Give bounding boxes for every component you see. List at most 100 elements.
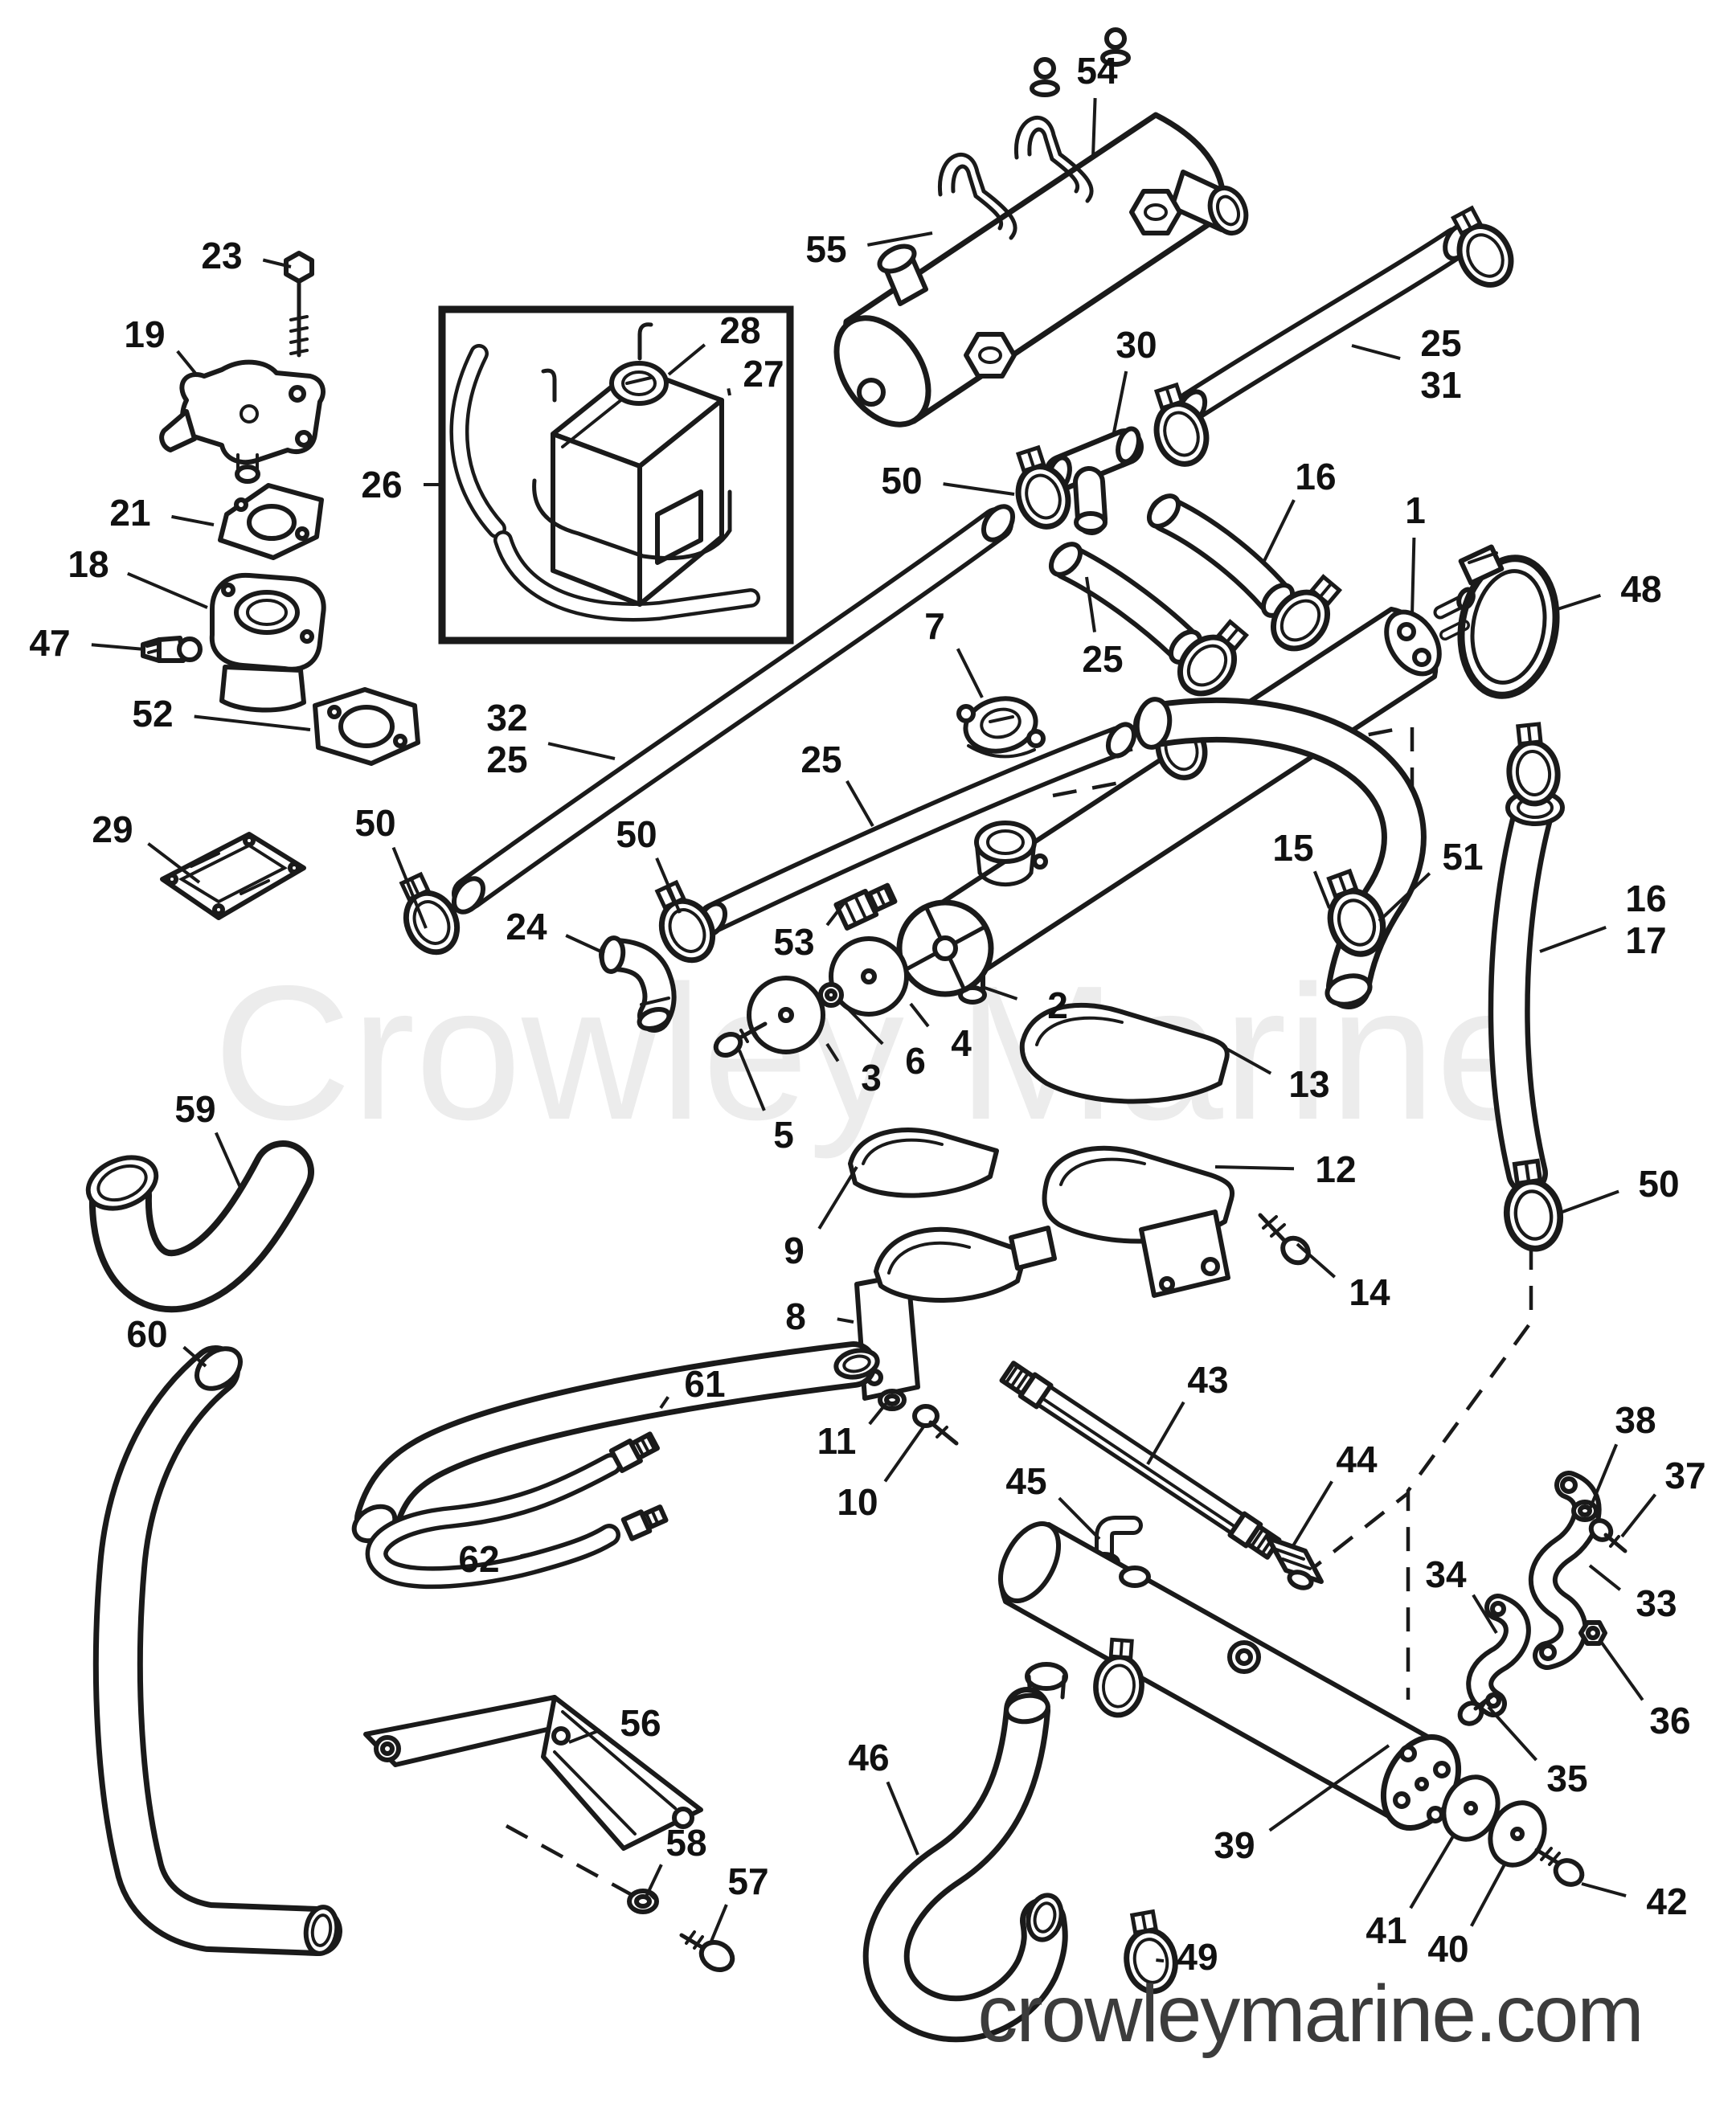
leader-line-38 (1588, 1443, 1619, 1510)
callout-label-44: 44 (1336, 1439, 1378, 1480)
leader-line-56 (568, 1729, 601, 1744)
callout-label-33: 33 (1636, 1582, 1677, 1624)
callout-label-7: 7 (924, 605, 945, 647)
callout-label-50: 50 (354, 802, 395, 844)
callout-label-16: 16 (1295, 456, 1336, 497)
short-hose-25 (1048, 542, 1203, 665)
leader-line-11 (868, 1398, 891, 1426)
washer-38 (1571, 1500, 1599, 1522)
leader-line-19 (176, 350, 199, 378)
callout-label-40: 40 (1427, 1928, 1468, 1970)
callout-label-15: 15 (1272, 827, 1313, 869)
washer-58 (627, 1889, 659, 1914)
elbow-fitting-24 (599, 935, 677, 1033)
leader-line-50 (391, 846, 428, 929)
leader-line-43 (1146, 1401, 1185, 1466)
callout-label-23: 23 (201, 235, 242, 276)
callout-label-62: 62 (458, 1538, 499, 1580)
leader-line-37 (1620, 1493, 1657, 1538)
bolt-5 (713, 1021, 768, 1058)
fuel-line-62 (365, 1431, 669, 1590)
shield-8 (854, 1226, 1057, 1401)
end-flange-spoked (896, 899, 994, 997)
filler-cap-28 (609, 361, 669, 406)
callout-label-36: 36 (1649, 1700, 1690, 1741)
cap-7 (956, 696, 1046, 759)
leader-line-51 (1378, 872, 1431, 923)
disc-4 (829, 936, 909, 1017)
callout-label-10: 10 (837, 1481, 878, 1523)
leader-line-29 (147, 842, 201, 884)
leader-line-48 (1557, 593, 1602, 611)
hose-46 (862, 1687, 1068, 2043)
leader-line-53 (825, 902, 845, 927)
callout-label-34: 34 (1425, 1553, 1467, 1595)
fitting-53 (833, 882, 898, 931)
leader-line-1 (1410, 537, 1416, 616)
plate-gasket-29 (160, 832, 306, 920)
shield-12 (1042, 1145, 1235, 1298)
callout-label-6: 6 (905, 1040, 926, 1082)
hose-60 (92, 1345, 342, 1956)
callout-label-47: 47 (29, 622, 70, 664)
leader-line-10 (883, 1424, 926, 1483)
callout-label-49: 49 (1177, 1936, 1218, 1978)
manifold-tube-1 (919, 587, 1476, 1005)
callout-label-58: 58 (665, 1822, 706, 1864)
leader-line-9 (817, 1165, 858, 1230)
gasket-21 (218, 483, 324, 560)
leader-line-55 (867, 231, 933, 247)
callout-label-3: 3 (861, 1057, 882, 1099)
callout-label-14: 14 (1349, 1271, 1390, 1313)
braided-hose-43 (999, 1361, 1282, 1560)
tee-fitting-30 (1044, 426, 1144, 535)
leader-line-41 (1409, 1835, 1455, 1909)
leader-line-21 (171, 514, 215, 526)
reservoir-tank-27 (532, 322, 732, 607)
leader-line-2 (981, 985, 1018, 1001)
leader-line-25 (1351, 344, 1401, 361)
inset-box-26 (438, 305, 794, 645)
nut-36 (1578, 1620, 1607, 1646)
leader-line-62 (520, 1551, 538, 1558)
leader-line-33 (1588, 1564, 1622, 1591)
leader-line-60 (182, 1345, 207, 1368)
gasket-disc-40 (1488, 1800, 1547, 1868)
leader-line-6 (841, 1002, 884, 1046)
manifold-39 (997, 1520, 1462, 1831)
leader-line-61 (659, 1396, 669, 1410)
leader-line-28 (667, 343, 706, 376)
leader-line-18 (127, 571, 208, 609)
callout-label-30: 30 (1116, 324, 1157, 366)
strap-34 (1466, 1594, 1531, 1717)
bolt-42 (1534, 1847, 1585, 1887)
thermostat-housing-19 (159, 359, 326, 484)
leader-line-49 (1156, 1958, 1165, 1962)
leader-line-50 (943, 482, 1015, 496)
callout-label-4: 4 (951, 1022, 972, 1064)
leader-line-12 (1214, 1165, 1295, 1171)
leader-line-7 (956, 648, 984, 698)
gasket-52 (313, 687, 420, 766)
callout-label-50: 50 (616, 813, 657, 855)
leader-line-35 (1487, 1705, 1537, 1762)
hose-59 (85, 1140, 314, 1313)
callout-label-53: 53 (773, 921, 814, 963)
callout-label-11: 11 (817, 1420, 857, 1462)
callout-label-43: 43 (1187, 1359, 1228, 1401)
leader-line-54 (1091, 97, 1097, 158)
leader-line-32 (547, 742, 616, 760)
callout-label-19: 19 (124, 313, 165, 355)
callout-label-27: 27 (743, 353, 784, 395)
leader-line-34 (1472, 1594, 1498, 1635)
bolt-35 (1457, 1690, 1499, 1726)
callout-label-8: 8 (785, 1295, 806, 1337)
bolt-57 (679, 1930, 735, 1972)
callout-label-13: 13 (1288, 1063, 1329, 1105)
hose-61 (351, 1341, 880, 1544)
leader-line-25 (1085, 576, 1096, 632)
leader-line-36 (1598, 1638, 1644, 1701)
leader-line-30 (1112, 370, 1128, 437)
fitting-47 (141, 636, 203, 663)
